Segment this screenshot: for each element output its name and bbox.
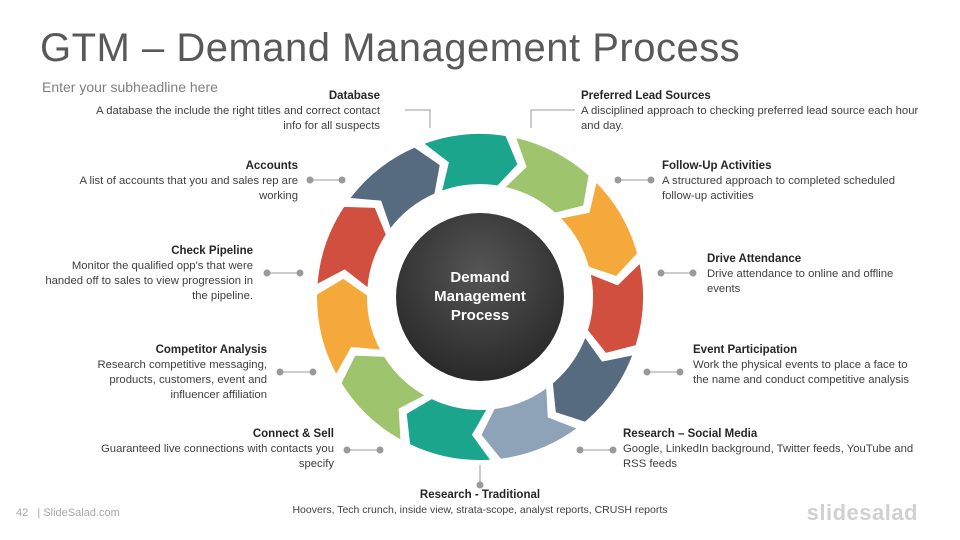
connector-database (405, 109, 431, 128)
item-event-participation-text: Work the physical events to place a face… (693, 359, 910, 386)
item-competitor-analysis-heading: Competitor Analysis (155, 344, 267, 356)
center-line-3: Process (450, 307, 510, 324)
segment-event-participation (550, 333, 636, 425)
segment-follow-up (557, 178, 640, 279)
item-competitor-analysis: Competitor Analysis Research competitive… (67, 343, 267, 403)
item-check-pipeline: Check Pipeline Monitor the qualified opp… (43, 244, 253, 304)
item-database-text: A database the include the right titles … (96, 105, 380, 132)
item-follow-up-heading: Follow-Up Activities (662, 160, 772, 172)
item-follow-up: Follow-Up Activities A structured approa… (662, 159, 924, 204)
footer-site: | SlideSalad.com (37, 507, 120, 519)
item-database-heading: Database (328, 90, 380, 102)
center-line-1: Demand (450, 269, 510, 286)
segment-accounts (346, 145, 442, 233)
item-connect-sell: Connect & Sell Guaranteed live connectio… (64, 427, 334, 472)
segment-check-pipeline (315, 204, 389, 292)
item-accounts: Accounts A list of accounts that you and… (48, 159, 298, 204)
segment-research-traditional (404, 396, 494, 462)
footer: 42 | SlideSalad.com (16, 507, 120, 519)
cycle-segments (315, 132, 645, 462)
page-title: GTM – Demand Management Process (40, 26, 741, 70)
item-research-social: Research – Social Media Google, LinkedIn… (623, 427, 923, 472)
segment-competitor (315, 276, 384, 378)
segment-research-social (479, 384, 581, 461)
item-preferred-lead-text: A disciplined approach to checking prefe… (581, 105, 919, 132)
page-number: 42 (16, 507, 29, 519)
item-drive-attendance-heading: Drive Attendance (707, 253, 802, 265)
item-event-participation: Event Participation Work the physical ev… (693, 343, 921, 388)
item-follow-up-text: A structured approach to completed sched… (662, 175, 895, 202)
segment-database (420, 132, 520, 194)
item-research-traditional-heading: Research - Traditional (419, 489, 541, 501)
item-check-pipeline-heading: Check Pipeline (171, 245, 253, 257)
center-label: Demand Management Process (405, 268, 555, 325)
center-circle (396, 213, 564, 381)
item-database: Database A database the include the righ… (90, 89, 380, 134)
item-research-traditional: Research - Traditional Hoovers, Tech cru… (280, 488, 680, 518)
item-accounts-heading: Accounts (245, 160, 298, 172)
item-drive-attendance-text: Drive attendance to online and offline e… (707, 268, 894, 295)
item-competitor-analysis-text: Research competitive messaging, products… (97, 359, 267, 401)
item-research-social-heading: Research – Social Media (623, 428, 758, 440)
item-check-pipeline-text: Monitor the qualified opp's that were ha… (45, 260, 253, 302)
item-drive-attendance: Drive Attendance Drive attendance to onl… (707, 252, 922, 297)
page-subtitle: Enter your subheadline here (42, 79, 218, 95)
item-research-social-text: Google, LinkedIn background, Twitter fee… (623, 443, 914, 470)
brand-logo: slidesalad (806, 500, 918, 525)
connector-preferred-lead (530, 109, 575, 128)
item-event-participation-heading: Event Participation (693, 344, 798, 356)
item-preferred-lead: Preferred Lead Sources A disciplined app… (581, 89, 926, 134)
item-research-traditional-text: Hoovers, Tech crunch, inside view, strat… (292, 504, 668, 516)
center-line-2: Management (434, 288, 526, 305)
connector-lines (263, 109, 697, 489)
segment-drive-attendance (585, 260, 645, 356)
item-connect-sell-text: Guaranteed live connections with contact… (101, 443, 334, 470)
segment-connect-sell (339, 353, 429, 443)
item-connect-sell-heading: Connect & Sell (252, 428, 334, 440)
item-accounts-text: A list of accounts that you and sales re… (79, 175, 298, 202)
segment-preferred-lead (501, 135, 591, 215)
item-preferred-lead-heading: Preferred Lead Sources (581, 90, 711, 102)
